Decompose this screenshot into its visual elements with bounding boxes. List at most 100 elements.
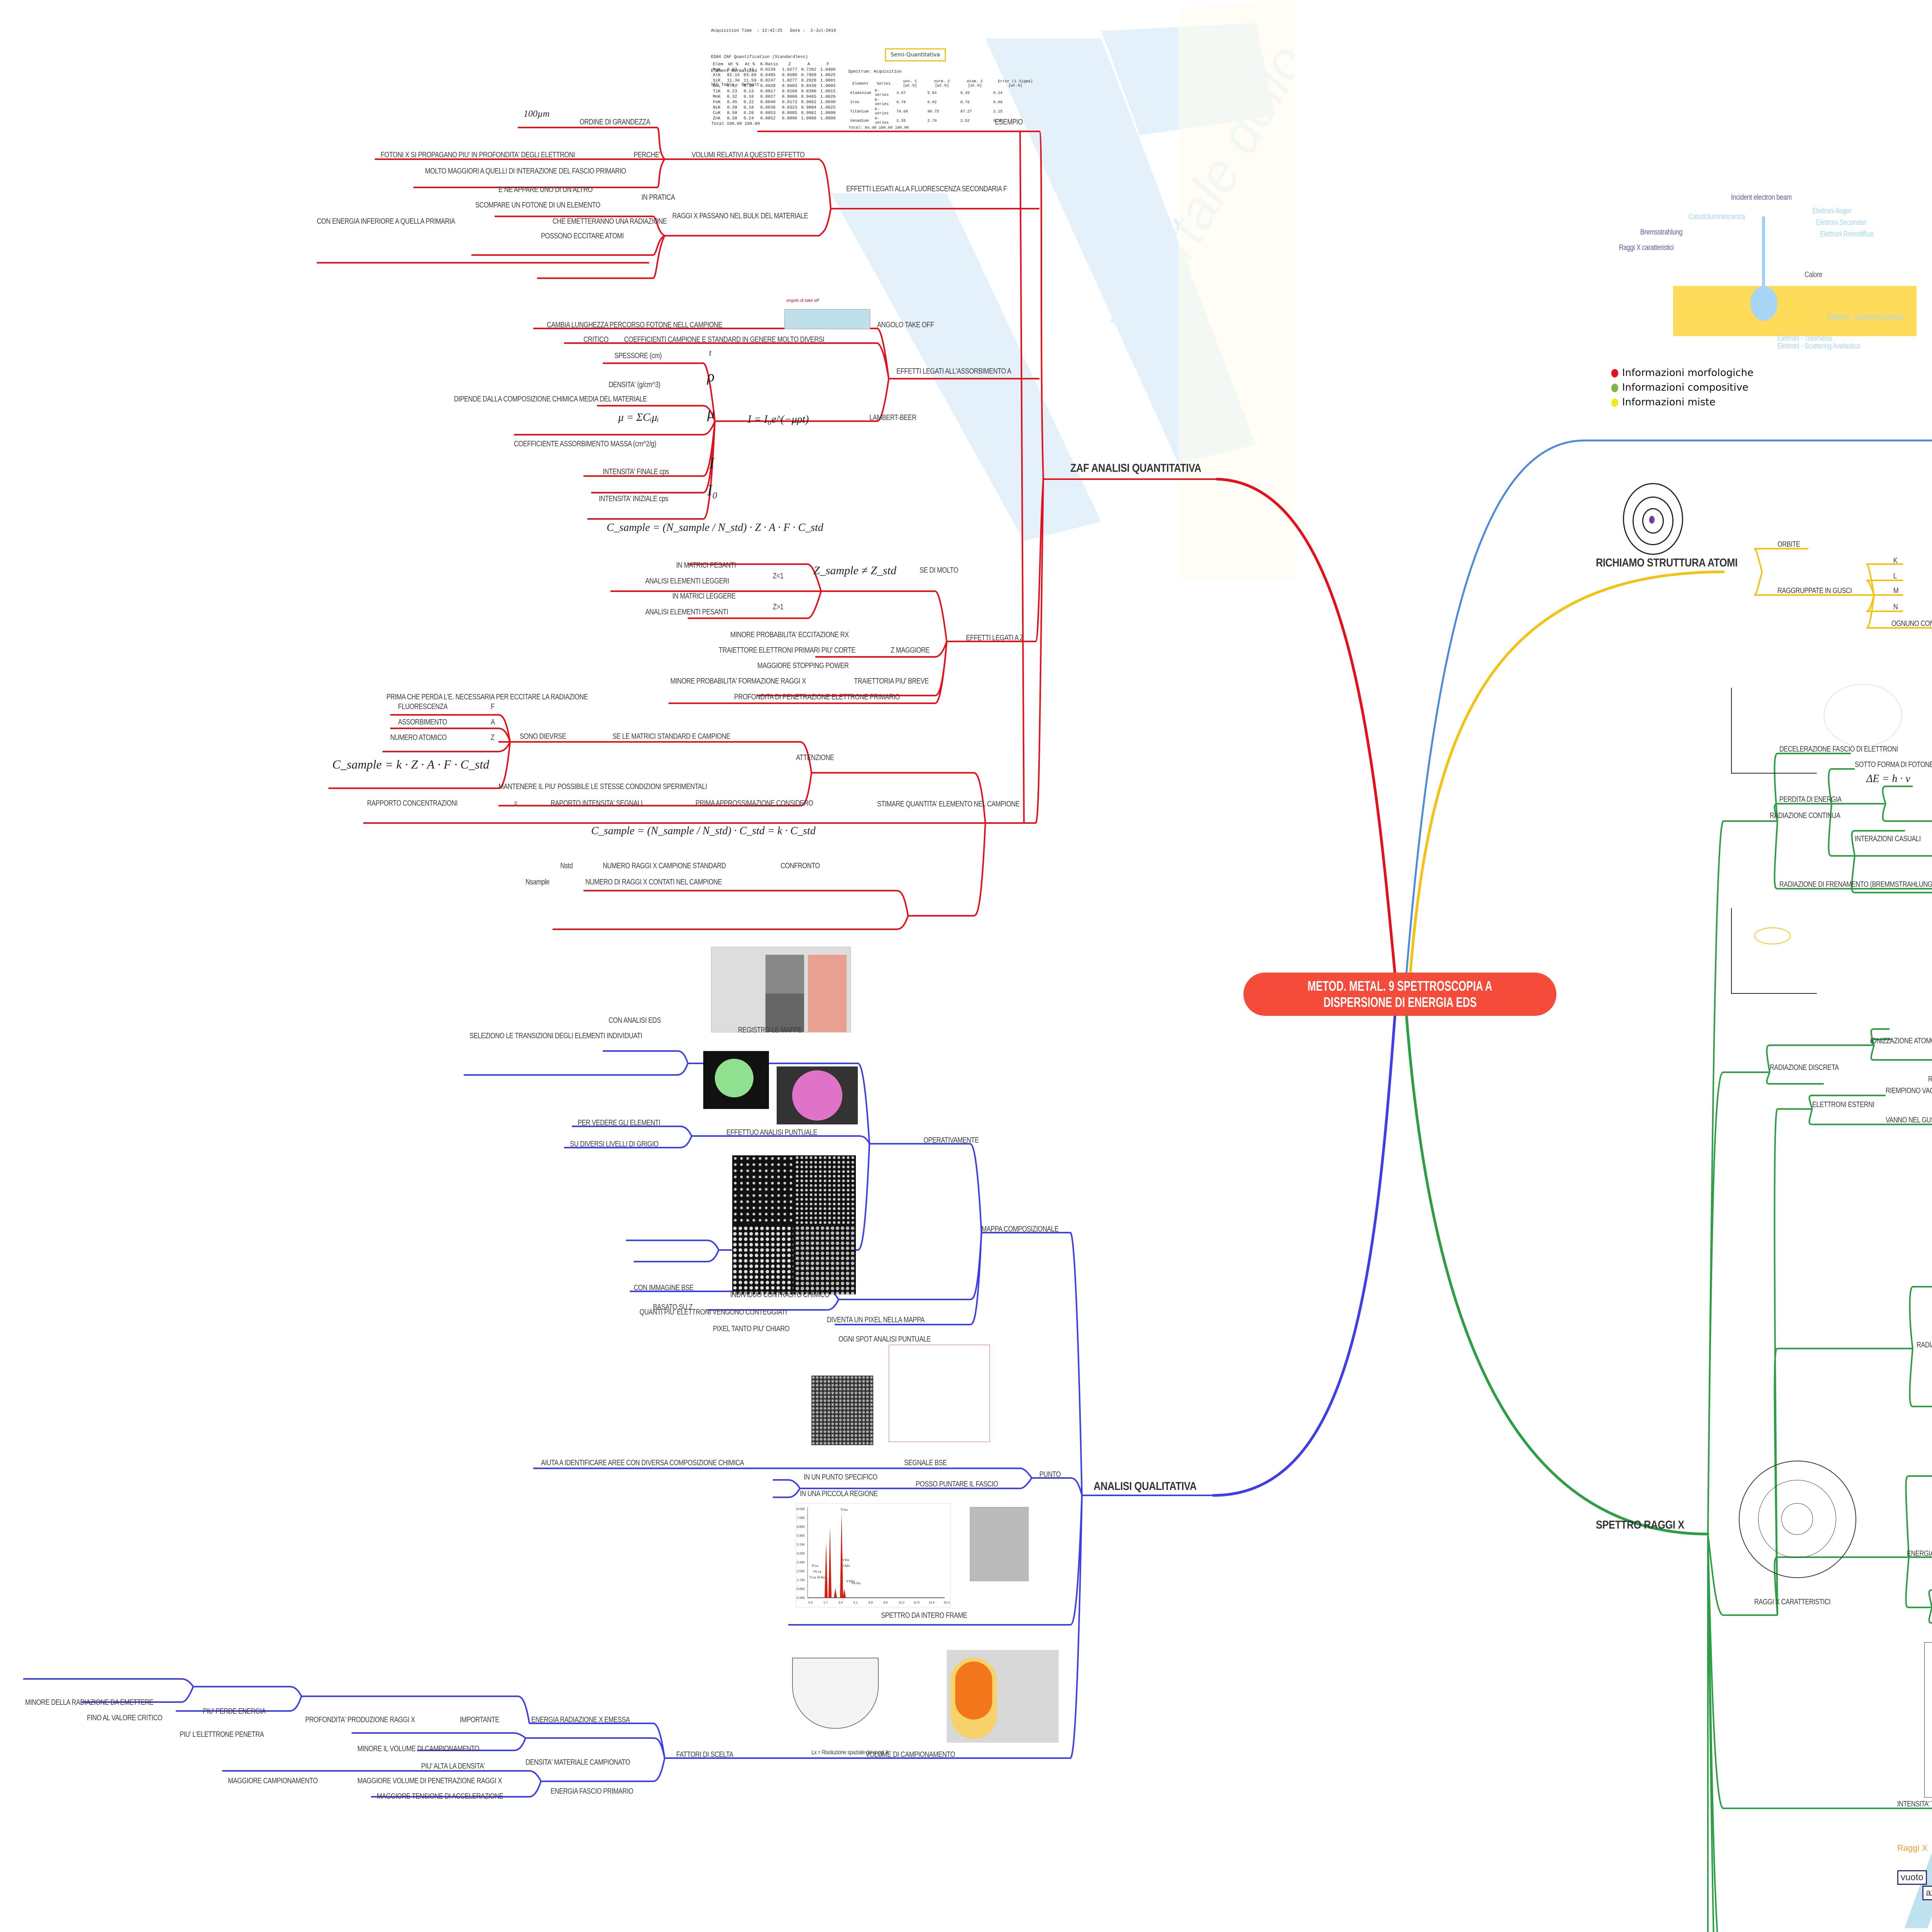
node-diventa[interactable]: DIVENTA UN PIXEL NELLA MAPPA <box>827 1316 925 1324</box>
node-densita-materiale[interactable]: DENSITA' MATERIALE CAMPIONATO <box>526 1758 630 1767</box>
node-energia-fascio-2[interactable]: MAGGIORE TENSIONE DI ACCELERAZIONE <box>377 1792 503 1801</box>
node-f-symbol[interactable]: F <box>491 702 495 711</box>
node-emetteranno-value[interactable]: CON ENERGIA INFERIORE A QUELLA PRIMARIA <box>317 217 455 226</box>
node-pratica-2[interactable]: SCOMPARE UN FOTONE DI UN ELEMENTO <box>475 201 600 209</box>
node-fattori[interactable]: FATTORI DI SCELTA <box>676 1750 733 1759</box>
node-se-matrici[interactable]: SE LE MATRICI STANDARD E CAMPIONE <box>612 732 730 741</box>
branch-atomi-title[interactable]: RICHIAMO STRUTTURA ATOMI <box>1596 556 1738 569</box>
node-ionizzazione[interactable]: IONIZZAZIONE ATOMO <box>1870 1037 1932 1045</box>
node-individuo-1[interactable]: CON IMMAGINE BSE <box>634 1284 694 1292</box>
node-effettuo-2[interactable]: SU DIVERSI LIVELLI DI GRIGIO <box>570 1140 659 1148</box>
node-registro-2[interactable]: SELEZIONO LE TRANSIZIONI DEGLI ELEMENTI … <box>469 1032 642 1040</box>
node-angolo-value[interactable]: CAMBIA LUNGHEZZA PERCORSO FOTONE NELL CA… <box>547 321 723 329</box>
node-intensita-iniziale[interactable]: INTENSITA' INIZIALE cps <box>599 495 668 503</box>
node-segnale[interactable]: SEGNALE BSE <box>904 1459 947 1467</box>
node-zmag-3[interactable]: MAGGIORE STOPPING POWER <box>757 662 849 670</box>
node-continua[interactable]: RADIAZIONE CONTINUA <box>1770 811 1840 820</box>
node-zgt-2[interactable]: ANALISI ELEMENTI PESANTI <box>645 608 728 616</box>
node-effettuo[interactable]: EFFETTUO ANALISI PUNTUALE <box>726 1128 817 1137</box>
node-z-symbol[interactable]: Z <box>491 733 495 742</box>
node-esempio[interactable]: ESEMPIO <box>995 118 1023 126</box>
node-rileva[interactable]: RILEVA <box>1928 1075 1932 1083</box>
node-traiettoria-value[interactable]: MINORE PROBABILITA' FORMAZIONE RAGGI X <box>670 677 806 685</box>
node-fluorescenza[interactable]: EFFETTI LEGATI ALLA FLUORESCENZA SECONDA… <box>846 185 1007 193</box>
node-riempiono[interactable]: RIEMPIONO VACANZE CREATESI <box>1886 1087 1932 1095</box>
node-shell-m[interactable]: M <box>1893 587 1899 595</box>
node-raggi-caratteristici[interactable]: RAGGI X CARATTERISTICI <box>1754 1598 1831 1606</box>
node-diventa-1[interactable]: QUANTI PIU' ELETTRONI VENGONO CONTEGGIAT… <box>639 1308 787 1316</box>
node-zmag-2[interactable]: TRAIETTORE ELETTRONI PRIMARI PIU' CORTE <box>719 646 855 655</box>
node-energia-x[interactable]: ENERGIA RADIAZIONE X EMESSA <box>531 1716 630 1724</box>
node-zlt-2[interactable]: ANALISI ELEMENTI LEGGERI <box>645 577 730 585</box>
node-nstd[interactable]: Nstd <box>560 862 573 870</box>
node-posso[interactable]: POSSO PUNTARE IL FASCIO <box>916 1480 998 1488</box>
node-confronto[interactable]: CONFRONTO <box>781 862 820 870</box>
node-zgt-1[interactable]: IN MATRICI LEGGERE <box>672 592 736 600</box>
node-zgt[interactable]: Z>1 <box>773 603 784 611</box>
node-decel[interactable]: DECELERAZIONE FASCIO DI ELETTRONI <box>1779 745 1898 753</box>
node-punto[interactable]: PUNTO <box>1039 1470 1061 1479</box>
node-spessore[interactable]: SPESSORE (cm) <box>614 352 662 360</box>
node-perdita[interactable]: PERDITA DI ENERGIA <box>1779 795 1842 804</box>
node-nsample-label[interactable]: NUMERO DI RAGGI X CONTATI NEL CAMPIONE <box>585 878 722 886</box>
node-nsample[interactable]: Nsample <box>526 878 549 886</box>
node-angolo[interactable]: ANGOLO TAKE OFF <box>877 321 934 329</box>
node-elettroni-esterni[interactable]: ELETTRONI ESTERNI <box>1812 1100 1874 1109</box>
node-intensita-finale[interactable]: INTENSITA' FINALE cps <box>603 468 669 476</box>
node-possono[interactable]: POSSONO ECCITARE ATOMI <box>541 232 624 240</box>
node-piu-perde[interactable]: PIU' PERDE ENERGIA <box>203 1707 266 1716</box>
node-energia-trans[interactable]: ENERGIA TRANSIZIONI ELETTRONICHE <box>1907 1549 1932 1558</box>
node-se-di-molto[interactable]: SE DI MOLTO <box>920 566 958 575</box>
node-registro[interactable]: REGISTRO LE MAPPE <box>738 1026 802 1034</box>
node-mappa[interactable]: MAPPA COMPOSIZIONALE <box>981 1225 1059 1233</box>
node-diventa-2[interactable]: PIXEL TANTO PIU' CHIARO <box>713 1325 790 1333</box>
node-energia-fascio[interactable]: ENERGIA FASCIO PRIMARIO <box>551 1787 633 1796</box>
node-densita-2[interactable]: PIU' ALTA LA DENSITA' <box>421 1762 485 1770</box>
node-importante[interactable]: IMPORTANTE <box>460 1716 499 1724</box>
node-uguale[interactable]: = <box>514 799 518 808</box>
node-shell-n[interactable]: N <box>1893 603 1898 611</box>
node-zlt-1[interactable]: IN MATRICI PESANTI <box>676 561 736 570</box>
node-assorbimento-a[interactable]: ASSORBIMENTO <box>398 718 447 726</box>
node-nstd-label[interactable]: NUMERO RAGGI X CAMPIONE STANDARD <box>603 862 726 870</box>
node-discreta[interactable]: RADIAZIONE DISCRETA <box>1770 1063 1839 1072</box>
node-individuo[interactable]: INDIVIDUO CONTRASTO CHIMICO <box>730 1291 830 1299</box>
node-a-symbol[interactable]: A <box>491 718 495 726</box>
node-ogni-spot[interactable]: OGNI SPOT ANALISI PUNTUALE <box>838 1335 931 1344</box>
node-radiazione[interactable]: RADIAZIONE <box>1917 1341 1932 1349</box>
node-intensita[interactable]: INTENSITA' TRANSIZIONE ELETTRONICA <box>1897 1800 1932 1808</box>
node-registro-1[interactable]: CON ANALISI EDS <box>609 1016 661 1025</box>
node-fino[interactable]: FINO AL VALORE CRITICO <box>87 1714 163 1722</box>
node-raggi-bulk[interactable]: RAGGI X PASSANO NEL BULK DEL MATERIALE <box>672 212 808 220</box>
node-minore-radiazione[interactable]: MINORE DELLA RADIAZIONE DA EMETTERE <box>25 1698 153 1707</box>
node-volumi[interactable]: VOLUMI RELATIVI A QUESTO EFFETTO <box>692 151 805 159</box>
node-energia-fascio-1b[interactable]: MAGGIORE CAMPIONAMENTO <box>228 1777 318 1785</box>
node-critico[interactable]: CRITICO <box>583 335 609 344</box>
node-prima[interactable]: PRIMA APPROSSIMAZIONE CONSIDERO <box>696 799 813 808</box>
node-emetteranno[interactable]: CHE EMETTERANNO UNA RADIAZIONE <box>553 217 667 226</box>
node-frenamento[interactable]: RADIAZIONE DI FRENAMENTO (BREMMSTRAHLUNG… <box>1779 880 1932 889</box>
node-fluorescenza-f[interactable]: FLUORESCENZA <box>398 702 448 711</box>
node-shell-k[interactable]: K <box>1893 556 1898 565</box>
node-individuo-2[interactable]: BASATO SU Z <box>653 1303 693 1311</box>
node-numero-atomico[interactable]: NUMERO ATOMICO <box>390 733 447 742</box>
node-densita[interactable]: DENSITA' (g/cm^3) <box>609 381 660 389</box>
node-mu-composizione[interactable]: DIPENDE DALLA COMPOSIZIONE CHIMICA MEDIA… <box>454 395 647 403</box>
node-interazioni[interactable]: INTERAZIONI CASUALI <box>1855 835 1921 843</box>
node-posso-1[interactable]: IN UN PUNTO SPECIFICO <box>804 1473 878 1481</box>
node-profondita-raggi[interactable]: PROFONDITA' PRODUZIONE RAGGI X <box>305 1716 415 1724</box>
node-pratica-1[interactable]: E NE APPARE UNO DI UN ALTRO <box>498 185 593 194</box>
node-coeff-massa[interactable]: COEFFICIENTE ASSORBIMENTO MASSA (cm^2/g) <box>514 440 656 448</box>
node-shell-l[interactable]: L <box>1893 572 1897 580</box>
node-zlt[interactable]: Z<1 <box>773 572 784 580</box>
node-mantenere[interactable]: MANTENERE IL PIU' POSSIBILE LE STESSE CO… <box>498 782 707 791</box>
node-stimare[interactable]: STIMARE QUANTITA' ELEMENTO NEL CAMPIONE <box>877 800 1020 808</box>
node-molto[interactable]: MOLTO MAGGIORI A QUELLI DI INTERAZIONE D… <box>425 167 626 175</box>
branch-zaf-title[interactable]: ZAF ANALISI QUANTITATIVA <box>1070 462 1201 474</box>
branch-spettro-title[interactable]: SPETTRO RAGGI X <box>1596 1519 1684 1531</box>
node-posso-2[interactable]: IN UNA PICCOLA REGIONE <box>800 1490 878 1498</box>
node-zmag-1[interactable]: MINORE PROBABILITA' ECCITAZIONE RX <box>730 631 849 639</box>
node-ognuno[interactable]: OGNUNO CON ENERGIA SPECIFICA <box>1891 619 1932 628</box>
node-sono-diverse[interactable]: SONO DIEVRSE <box>520 732 566 741</box>
